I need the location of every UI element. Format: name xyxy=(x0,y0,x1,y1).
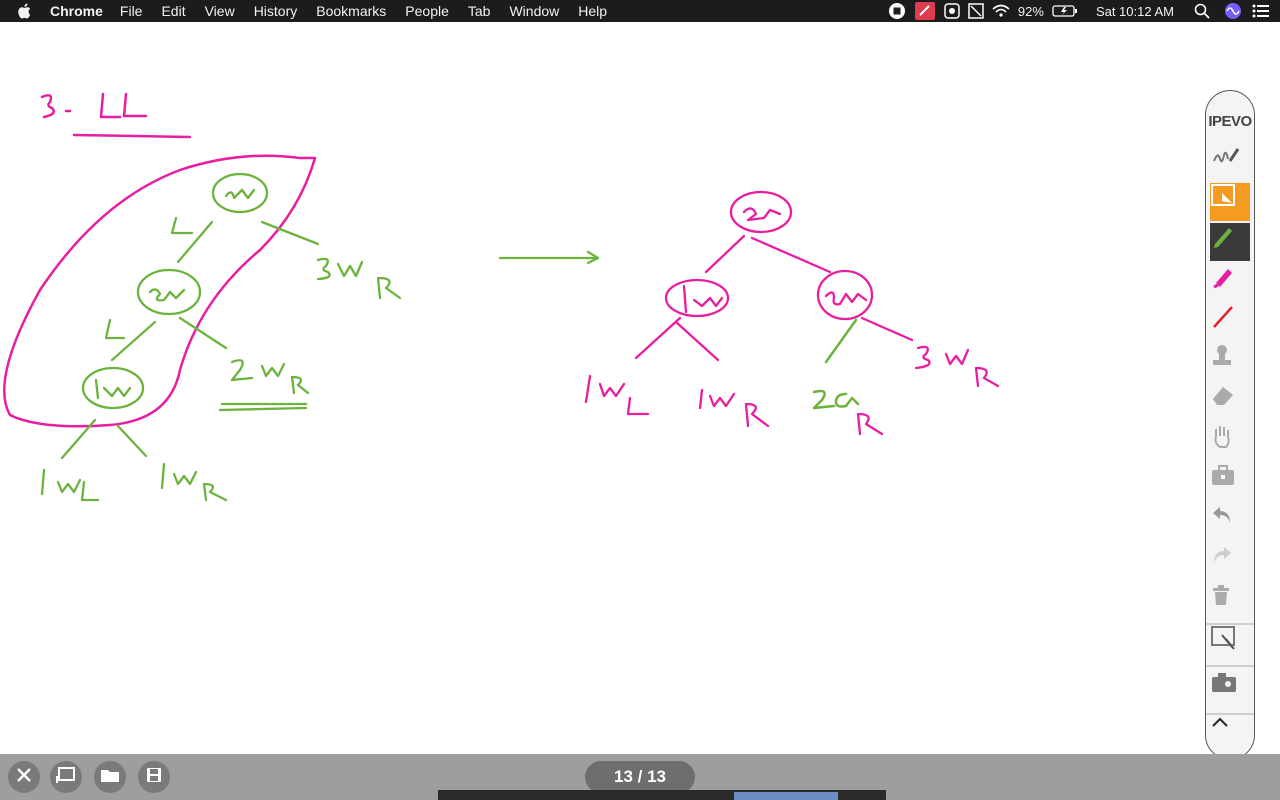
whiteboard-canvas[interactable]: IPEVO xyxy=(0,22,1280,760)
menu-file[interactable]: File xyxy=(119,3,143,19)
right-tree xyxy=(584,190,1000,436)
toolbar-divider xyxy=(1206,713,1254,715)
eraser-tool[interactable] xyxy=(1210,383,1250,421)
page-thumbnail-strip[interactable] xyxy=(438,790,886,800)
menu-tab[interactable]: Tab xyxy=(467,3,491,19)
current-page-thumbnail[interactable] xyxy=(734,792,838,800)
menu-clock[interactable]: Sat 10:12 AM xyxy=(1095,3,1174,19)
select-tool[interactable] xyxy=(1210,183,1250,221)
crop-tool-icon[interactable] xyxy=(968,0,984,22)
close-icon xyxy=(15,766,33,789)
undo-tool[interactable] xyxy=(1210,503,1250,541)
folder-icon xyxy=(100,767,120,788)
hand-tool[interactable] xyxy=(1210,423,1250,461)
left-tree xyxy=(40,172,600,502)
camera-tool[interactable] xyxy=(1210,671,1250,709)
new-page-icon xyxy=(54,766,76,789)
battery-charging-icon[interactable] xyxy=(1052,0,1078,22)
toolbar-divider xyxy=(1206,623,1254,625)
menu-history[interactable]: History xyxy=(253,3,298,19)
bottom-bar: 13 / 13 xyxy=(0,754,1280,800)
title-handwriting xyxy=(40,92,192,139)
redo-tool[interactable] xyxy=(1210,543,1250,581)
red-pen-tool[interactable] xyxy=(1210,303,1250,341)
new-page-button[interactable] xyxy=(50,761,82,793)
wifi-icon[interactable] xyxy=(992,0,1010,22)
ipevo-toolbar: IPEVO xyxy=(1205,90,1255,760)
handwriting-drawing xyxy=(3,92,1000,502)
menu-bar: Chrome File Edit View History Bookmarks … xyxy=(0,0,1280,22)
siri-icon[interactable] xyxy=(1224,0,1242,22)
menu-help[interactable]: Help xyxy=(578,3,608,19)
close-button[interactable] xyxy=(8,761,40,793)
menu-app-chrome[interactable]: Chrome xyxy=(50,3,103,19)
menu-window[interactable]: Window xyxy=(509,3,560,19)
page-indicator[interactable]: 13 / 13 xyxy=(585,761,695,793)
menu-people[interactable]: People xyxy=(405,3,449,19)
apple-icon[interactable] xyxy=(18,3,36,19)
notification-center-icon[interactable] xyxy=(1252,0,1270,22)
menu-bookmarks[interactable]: Bookmarks xyxy=(316,3,387,19)
magenta-highlighter-tool[interactable] xyxy=(1210,263,1250,301)
collapse-toolbar-button[interactable] xyxy=(1210,715,1250,753)
battery-percent: 92% xyxy=(1017,3,1044,19)
menu-view[interactable]: View xyxy=(204,3,235,19)
right-tree-green-strokes xyxy=(812,318,860,410)
scribble-tool[interactable] xyxy=(1210,143,1250,181)
trash-tool[interactable] xyxy=(1210,583,1250,621)
save-icon xyxy=(145,766,163,789)
save-button[interactable] xyxy=(138,761,170,793)
board-tool[interactable] xyxy=(1210,625,1250,663)
lasso-stroke xyxy=(3,154,317,428)
screenshot-app-icon[interactable] xyxy=(944,0,960,22)
stamp-tool[interactable] xyxy=(1210,343,1250,381)
toolbox-tool[interactable] xyxy=(1210,463,1250,501)
toolbar-divider xyxy=(1206,665,1254,667)
menu-edit[interactable]: Edit xyxy=(161,3,186,19)
annotate-app-icon[interactable] xyxy=(914,0,936,22)
spotlight-search-icon[interactable] xyxy=(1194,0,1210,22)
status-area: 92% Sat 10:12 AM xyxy=(888,0,1280,22)
ipevo-logo: IPEVO xyxy=(1208,112,1252,130)
open-folder-button[interactable] xyxy=(94,761,126,793)
green-pen-tool[interactable] xyxy=(1210,223,1250,261)
record-stop-icon[interactable] xyxy=(888,0,906,22)
